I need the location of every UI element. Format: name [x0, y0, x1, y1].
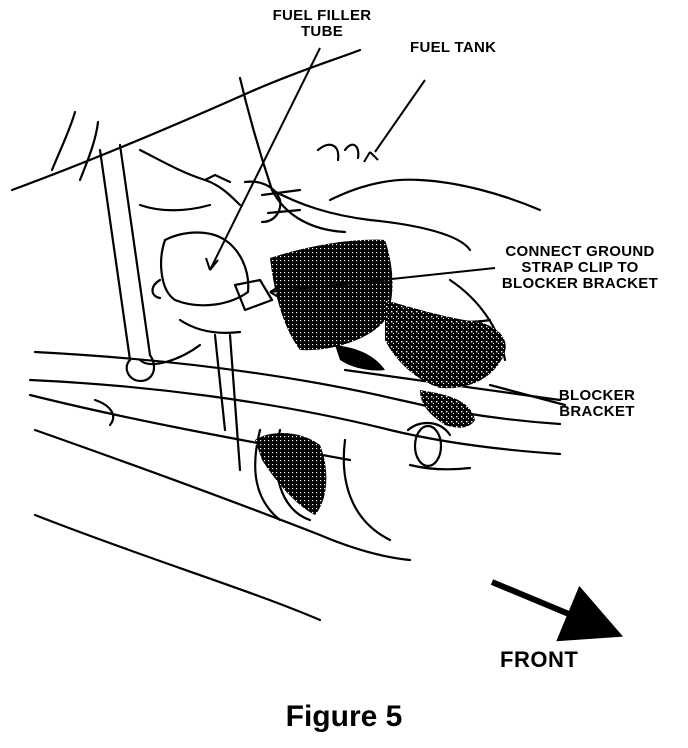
blocker-bracket-label: BLOCKER BRACKET [552, 388, 642, 420]
body-panel-upper-edge [10, 48, 362, 192]
ground-strap-leader [269, 267, 496, 293]
front-arrow [490, 579, 624, 642]
fuel-tank-label: FUEL TANK [410, 39, 497, 56]
fuel-filler-tube-label-line1: FUEL FILLER [272, 7, 372, 24]
connect-ground-strap-label: CONNECT GROUND STRAP CLIP TO BLOCKER BRA… [490, 244, 670, 291]
frame-rail [33, 350, 562, 426]
fuel-tank-outline [328, 178, 542, 212]
body-panel-upper-curve [50, 110, 77, 172]
connect-ground-strap-line3: BLOCKER BRACKET [501, 274, 659, 292]
connect-ground-strap-line2: STRAP CLIP TO [521, 258, 639, 276]
fuel-filler-tube-label-line2: TUBE [300, 22, 344, 40]
fuel-tank-leader [374, 79, 426, 153]
blocker-bracket-shadow [270, 239, 393, 351]
blocker-bracket-line1: BLOCKER [558, 387, 636, 404]
fuel-filler-tube [138, 148, 242, 207]
front-label: FRONT [500, 647, 579, 672]
blocker-bracket-line2: BRACKET [559, 402, 635, 420]
figure-caption: Figure 5 [285, 700, 403, 733]
fuel-filler-tube-label: FUEL FILLER TUBE [262, 8, 382, 40]
frame-member-left [98, 148, 132, 362]
fuel-filler-tube-leader [209, 47, 321, 271]
connect-ground-strap-line1: CONNECT GROUND [505, 243, 655, 260]
